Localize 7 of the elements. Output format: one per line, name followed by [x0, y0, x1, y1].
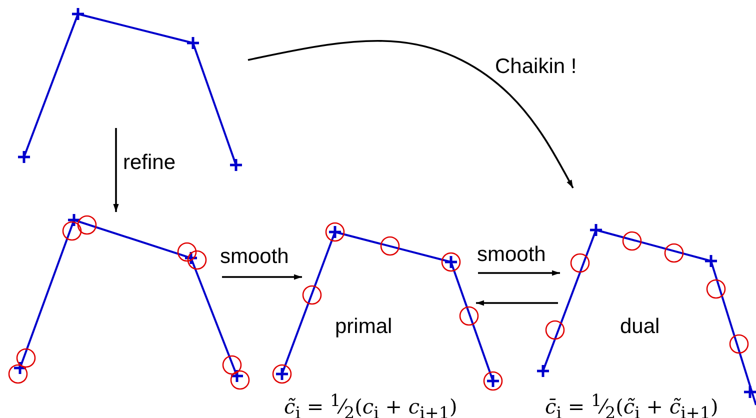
arrow: [478, 270, 560, 276]
arrow: [222, 274, 302, 280]
arrow: [113, 128, 119, 212]
arrow: [248, 40, 574, 188]
panel-label: dual: [620, 316, 660, 337]
panel-label: primal: [335, 316, 392, 337]
arrow: [476, 300, 558, 306]
